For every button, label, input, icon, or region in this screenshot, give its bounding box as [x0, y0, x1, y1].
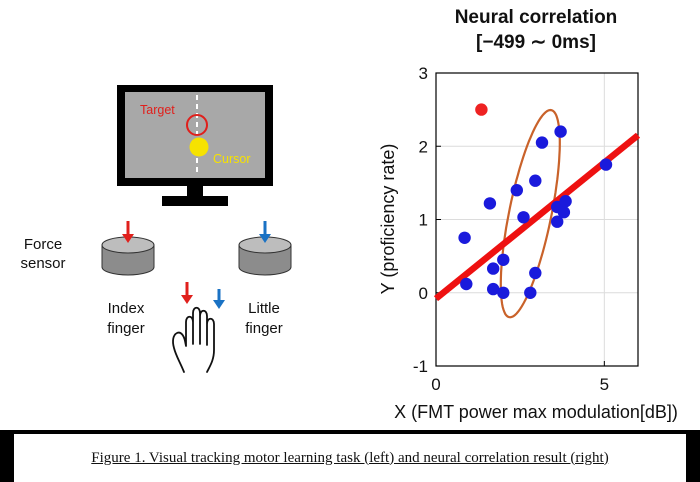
data-point	[487, 262, 500, 275]
cursor-dot-icon	[189, 137, 209, 157]
little-finger-label-line1: Little	[248, 300, 280, 317]
x-tick-label: 0	[431, 375, 440, 394]
force-sensor-label-line2: sensor	[20, 255, 65, 272]
data-point	[551, 215, 564, 228]
caption-box: Figure 1. Visual tracking motor learning…	[14, 434, 686, 482]
force-sensor-index	[101, 221, 155, 276]
little-finger-label-line2: finger	[245, 320, 283, 337]
data-point	[524, 286, 537, 299]
index-finger-label-line1: Index	[108, 300, 145, 317]
index-finger-label-line2: finger	[107, 320, 145, 337]
monitor-stand-neck	[187, 186, 203, 196]
y-tick-label: 1	[419, 211, 428, 230]
data-point	[557, 206, 571, 219]
sensor-cylinder-body	[238, 244, 292, 276]
data-point	[599, 158, 613, 171]
data-point	[483, 197, 497, 210]
data-point	[460, 277, 473, 291]
data-point	[535, 136, 549, 149]
monitor-stand-base	[162, 196, 228, 206]
y-tick-label: 2	[419, 137, 428, 156]
arrow-head-icon	[213, 300, 225, 309]
data-points	[458, 103, 613, 299]
sensor-cylinder-body	[101, 244, 155, 276]
y-tick-label: 0	[419, 284, 428, 303]
y-tick-label: 3	[419, 64, 428, 83]
figure-caption: Figure 1. Visual tracking motor learning…	[91, 449, 609, 466]
x-tick-label: 5	[600, 375, 609, 394]
data-point	[559, 195, 572, 208]
data-point	[554, 125, 567, 138]
y-tick-label: -1	[413, 357, 428, 376]
data-point	[529, 266, 542, 280]
monitor: Target Cursor	[117, 85, 273, 206]
y-axis-label: Y (proficiency rate)	[378, 144, 398, 295]
ellipse-outline	[499, 108, 561, 319]
data-point	[510, 184, 523, 197]
chart-title-line1: Neural correlation	[455, 7, 618, 28]
target-label: Target	[140, 103, 175, 117]
data-point	[517, 211, 530, 224]
hand-icon	[172, 306, 215, 373]
cursor-label: Cursor	[213, 152, 251, 166]
data-point	[497, 286, 510, 299]
force-sensor-label-line1: Force	[24, 236, 62, 253]
arrow-head-icon	[259, 234, 271, 243]
caption-bar: Figure 1. Visual tracking motor learning…	[0, 430, 700, 482]
target-circle-icon	[186, 114, 208, 136]
force-sensor-little	[238, 221, 292, 276]
data-point	[458, 231, 471, 244]
data-point	[487, 282, 500, 296]
outlier-point	[475, 103, 488, 116]
data-point	[497, 253, 510, 266]
task-illustration: Target Cursor Force sensor Index finger …	[20, 85, 292, 373]
data-point	[529, 174, 542, 187]
confidence-ellipse	[499, 108, 561, 319]
chart-title-line2: [−499 ∼ 0ms]	[476, 32, 596, 53]
arrow-head-icon	[122, 234, 134, 243]
arrow-head-icon	[181, 295, 193, 304]
x-axis-label: X (FMT power max modulation[dB])	[394, 402, 678, 422]
